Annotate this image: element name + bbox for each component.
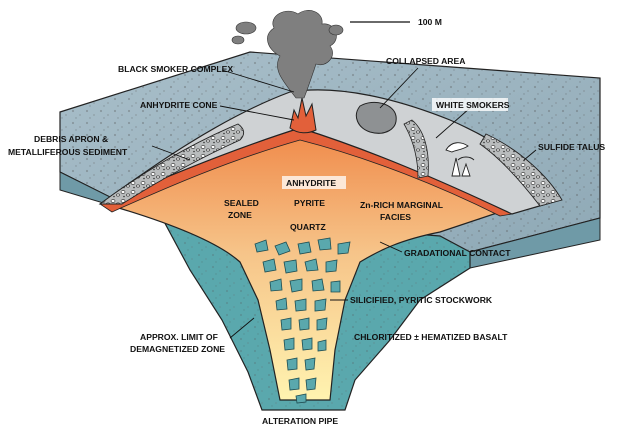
label-quartz: QUARTZ <box>290 222 326 232</box>
label-approx-limit-line1: APPROX. LIMIT OF <box>140 332 218 342</box>
label-pyrite: PYRITE <box>294 198 325 208</box>
label-sulfide-talus: SULFIDE TALUS <box>538 142 605 152</box>
label-silicified-stockwork: SILICIFIED, PYRITIC STOCKWORK <box>350 295 493 305</box>
label-anhydrite-cone: ANHYDRITE CONE <box>140 100 218 110</box>
label-collapsed-area: COLLAPSED AREA <box>386 56 465 66</box>
label-debris-apron-line2: METALLIFEROUS SEDIMENT <box>8 147 128 157</box>
label-chloritized-basalt: CHLORITIZED ± HEMATIZED BASALT <box>354 332 508 342</box>
label-zn-rich-line2: FACIES <box>380 212 411 222</box>
label-debris-apron-line1: DEBRIS APRON & <box>34 134 108 144</box>
label-sealed-zone-line2: ZONE <box>228 210 252 220</box>
label-zn-rich-line1: Zn-RICH MARGINAL <box>360 200 443 210</box>
label-sealed-zone-line1: SEALED <box>224 198 259 208</box>
label-gradational-contact: GRADATIONAL CONTACT <box>404 248 511 258</box>
scale-bar: 100 M <box>350 17 442 27</box>
label-alteration-pipe: ALTERATION PIPE <box>262 416 338 426</box>
label-white-smokers: WHITE SMOKERS <box>436 100 510 110</box>
scale-bar-label: 100 M <box>418 17 442 27</box>
label-approx-limit-line2: DEMAGNETIZED ZONE <box>130 344 225 354</box>
label-black-smoker-complex: BLACK SMOKER COMPLEX <box>118 64 233 74</box>
label-anhydrite: ANHYDRITE <box>286 178 336 188</box>
